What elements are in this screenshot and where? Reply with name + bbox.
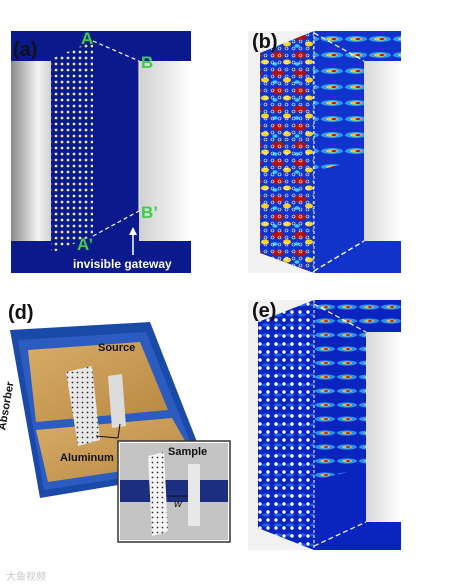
panel-e: (e) xyxy=(248,300,401,550)
panel-label-e: (e) xyxy=(252,300,277,322)
source-label: Source xyxy=(98,342,136,354)
point-label-B: B xyxy=(141,53,154,72)
panel-label-b: (b) xyxy=(252,31,278,53)
panel-label-d: (d) xyxy=(8,302,34,324)
sample-label: Sample xyxy=(168,446,208,458)
aluminum-label: Aluminum xyxy=(60,452,114,464)
invisible-gateway-caption: invisible gateway xyxy=(73,257,172,271)
panel-label-a: (a) xyxy=(13,39,38,61)
watermark: 大鱼视频 xyxy=(6,572,46,583)
panel-b-field-map xyxy=(248,31,401,273)
point-label-A-prime: A’ xyxy=(77,235,94,254)
panel-a-illustration xyxy=(11,31,191,273)
panel-a: (a) A B B’ A’ invisible gateway xyxy=(11,31,191,273)
panel-b: (b) xyxy=(248,31,401,273)
panel-d: (d) Source Absorber Aluminum Sample w xyxy=(0,300,231,545)
point-label-A: A xyxy=(81,31,94,48)
panel-e-field-map xyxy=(248,300,401,550)
width-label: w xyxy=(174,498,182,510)
panel-d-illustration xyxy=(10,322,231,543)
point-label-B-prime: B’ xyxy=(141,203,158,222)
